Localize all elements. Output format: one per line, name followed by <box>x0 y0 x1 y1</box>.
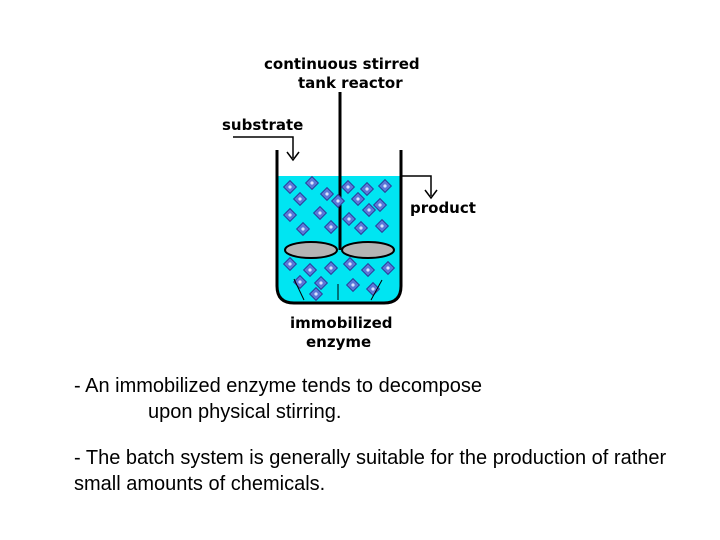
substrate-arrow-head <box>286 151 300 162</box>
enzyme-bead <box>282 179 298 195</box>
substrate-label: substrate <box>222 116 303 134</box>
enzyme-pointer-line <box>370 279 383 301</box>
enzyme-bead <box>360 262 376 278</box>
enzyme-label-line2: enzyme <box>306 333 371 351</box>
enzyme-bead <box>282 256 298 272</box>
enzyme-bead <box>323 219 339 235</box>
reactor-label-line1: continuous stirred <box>264 55 420 73</box>
enzyme-bead <box>323 260 339 276</box>
note-batch-system: - The batch system is generally suitable… <box>74 447 667 495</box>
enzyme-bead <box>295 221 311 237</box>
enzyme-bead <box>302 262 318 278</box>
product-arrow-head <box>424 189 438 200</box>
substrate-arrow <box>233 136 294 158</box>
enzyme-bead <box>282 207 298 223</box>
note-immobilized-enzyme: - An immobilized enzyme tends to decompo… <box>74 373 482 425</box>
enzyme-pointer-line <box>293 278 305 301</box>
enzyme-bead <box>312 205 328 221</box>
reactor-tank <box>275 150 403 305</box>
product-arrow <box>401 175 432 196</box>
enzyme-bead <box>292 191 308 207</box>
enzyme-bead <box>308 286 324 302</box>
enzyme-bead <box>359 181 375 197</box>
note1-line2: upon physical stirring. <box>148 401 342 423</box>
enzyme-bead <box>313 275 329 291</box>
enzyme-bead <box>341 211 357 227</box>
enzyme-bead <box>330 193 346 209</box>
enzyme-bead <box>365 281 381 297</box>
impeller-blade-right <box>341 241 395 259</box>
enzyme-bead <box>350 191 366 207</box>
reactor-label-line2: tank reactor <box>298 74 403 92</box>
enzyme-bead <box>372 197 388 213</box>
enzyme-beads <box>282 175 396 302</box>
impeller-blade-left <box>284 241 338 259</box>
enzyme-bead <box>380 260 396 276</box>
enzyme-label-line1: immobilized <box>290 314 393 332</box>
enzyme-bead <box>342 256 358 272</box>
product-label: product <box>410 199 476 217</box>
enzyme-bead <box>361 202 377 218</box>
enzyme-bead <box>374 218 390 234</box>
enzyme-bead <box>319 186 335 202</box>
enzyme-bead <box>377 178 393 194</box>
enzyme-bead <box>345 277 361 293</box>
cstr-diagram: continuous stirred tank reactor substrat… <box>222 55 476 351</box>
enzyme-bead <box>353 220 369 236</box>
enzyme-bead <box>304 175 320 191</box>
enzyme-bead <box>340 179 356 195</box>
note1-line1: - An immobilized enzyme tends to decompo… <box>74 375 482 397</box>
